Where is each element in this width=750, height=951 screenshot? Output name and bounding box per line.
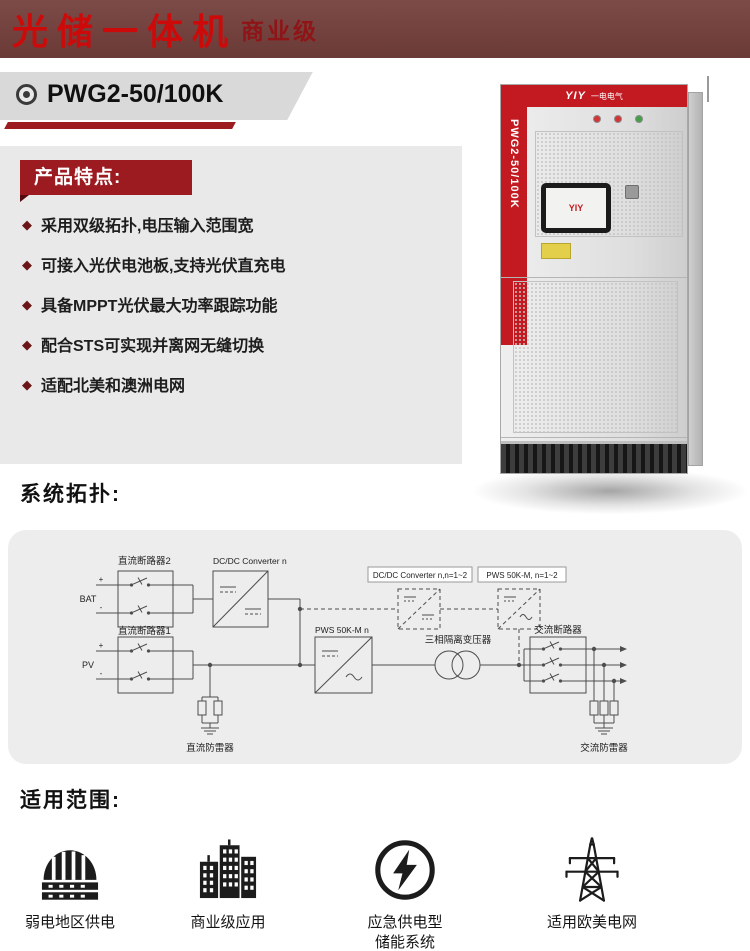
diamond-bullet-icon: ◆ — [22, 376, 32, 392]
topology-wiring — [96, 566, 627, 735]
target-icon-dot — [23, 91, 30, 98]
granary-icon — [10, 834, 130, 906]
topology-label-pv: PV — [82, 660, 94, 670]
brand-name-cn: 一电电气 — [590, 91, 623, 101]
application-label: 适用欧美电网 — [546, 914, 637, 931]
topology-heading: 系统拓扑: — [20, 483, 121, 506]
topology-label-dc-breaker2: 直流断路器2 — [118, 555, 171, 567]
feature-text: 采用双级拓扑,电压输入范围宽 — [41, 218, 254, 235]
cabinet-vent-lower — [513, 281, 678, 433]
topology-label-transformer: 三相隔离变压器 — [425, 634, 492, 646]
application-label: 应急供电型 储能系统 — [367, 914, 443, 951]
cabinet-base-vent — [501, 441, 687, 473]
product-image: YIY 一电电气 PWG2-50/100K YIY — [474, 76, 746, 514]
model-name: PWG2-50/100K — [47, 80, 224, 108]
cabinet-brand-band: YIY 一电电气 — [501, 85, 687, 107]
grade-badge: 商业级 — [241, 18, 320, 44]
brand-logo: YIY — [565, 90, 586, 102]
plus-sign: + — [99, 641, 104, 650]
header-band: 光储一体机 商业级 — [0, 0, 750, 58]
application-item: 商业级应用 — [168, 834, 288, 933]
diamond-bullet-icon: ◆ — [22, 256, 32, 272]
cabinet-display-screen: YIY — [541, 183, 611, 233]
feature-item: ◆ 适配北美和澳洲电网 — [22, 372, 285, 396]
indicator-lights — [593, 115, 643, 123]
feature-text: 具备MPPT光伏最大功率跟踪功能 — [41, 298, 278, 315]
panel-seam — [501, 277, 687, 278]
feature-text: 可接入光伏电池板,支持光伏直充电 — [41, 258, 286, 275]
features-panel: 产品特点: ◆ 采用双级拓扑,电压输入范围宽 ◆ 可接入光伏电池板,支持光伏直充… — [0, 146, 462, 464]
indicator-light-green — [635, 115, 643, 123]
diamond-bullet-icon: ◆ — [22, 296, 32, 312]
application-label: 弱电地区供电 — [24, 914, 115, 931]
feature-item: ◆ 配合STS可实现并离网无缝切换 — [22, 332, 285, 356]
topology-label-dcdc-opt: DC/DC Converter n,n=1~2 — [373, 571, 468, 580]
topology-label-ac-spd: 交流防雷器 — [580, 742, 628, 754]
cabinet-model-label: PWG2-50/100K — [508, 119, 520, 209]
panel-seam — [501, 437, 687, 438]
cabinet-shadow — [474, 468, 746, 514]
feature-item: ◆ 可接入光伏电池板,支持光伏直充电 — [22, 252, 285, 276]
city-buildings-icon — [168, 834, 288, 906]
topology-label-pws-main: PWS 50K-M n — [315, 625, 369, 635]
plus-sign: + — [99, 575, 104, 584]
features-list: ◆ 采用双级拓扑,电压输入范围宽 ◆ 可接入光伏电池板,支持光伏直充电 ◆ 具备… — [22, 212, 285, 396]
feature-item: ◆ 采用双级拓扑,电压输入范围宽 — [22, 212, 285, 236]
topology-label-dc-breaker1: 直流断路器1 — [118, 625, 171, 637]
topology-label-ac-breaker: 交流断路器 — [534, 624, 582, 636]
topology-panel: 直流断路器2 DC/DC Converter n 直流断路器1 BAT PV +… — [8, 530, 742, 764]
indicator-light-red — [593, 115, 601, 123]
application-item: 应急供电型 储能系统 — [345, 834, 465, 951]
cabinet-body: YIY 一电电气 PWG2-50/100K YIY — [500, 84, 688, 474]
application-item: 弱电地区供电 — [10, 834, 130, 933]
diamond-bullet-icon: ◆ — [22, 216, 32, 232]
accent-red-bar — [4, 122, 236, 129]
cabinet-side-panel — [688, 92, 703, 466]
topology-labels: 直流断路器2 DC/DC Converter n 直流断路器1 BAT PV +… — [80, 555, 629, 754]
features-heading-ribbon: 产品特点: — [20, 160, 192, 202]
lightning-circle-icon — [345, 834, 465, 906]
feature-item: ◆ 具备MPPT光伏最大功率跟踪功能 — [22, 292, 285, 316]
system-topology-diagram: 直流断路器2 DC/DC Converter n 直流断路器1 BAT PV +… — [80, 555, 629, 754]
page-title: 光储一体机 — [12, 11, 238, 52]
minus-sign: - — [100, 603, 103, 612]
target-icon — [16, 84, 37, 105]
screen-content: YIY — [546, 188, 606, 228]
feature-text: 适配北美和澳洲电网 — [41, 378, 186, 395]
cabinet-antenna — [707, 76, 709, 102]
topology-label-dc-spd: 直流防雷器 — [186, 742, 234, 754]
model-heading: PWG2-50/100K — [16, 80, 223, 109]
indicator-light-red — [614, 115, 622, 123]
application-label: 商业级应用 — [190, 914, 266, 931]
topology-label-bat: BAT — [80, 594, 97, 604]
applications-heading: 适用范围: — [20, 789, 121, 812]
minus-sign: - — [100, 669, 103, 678]
warning-label — [541, 243, 571, 259]
cabinet-button — [625, 185, 639, 199]
topology-label-pws-opt: PWS 50K-M, n=1~2 — [486, 571, 558, 580]
diamond-bullet-icon: ◆ — [22, 336, 32, 352]
topology-label-dcdc-main: DC/DC Converter n — [213, 556, 287, 566]
power-tower-icon — [532, 834, 652, 906]
feature-text: 配合STS可实现并离网无缝切换 — [41, 338, 265, 355]
application-item: 适用欧美电网 — [532, 834, 652, 933]
